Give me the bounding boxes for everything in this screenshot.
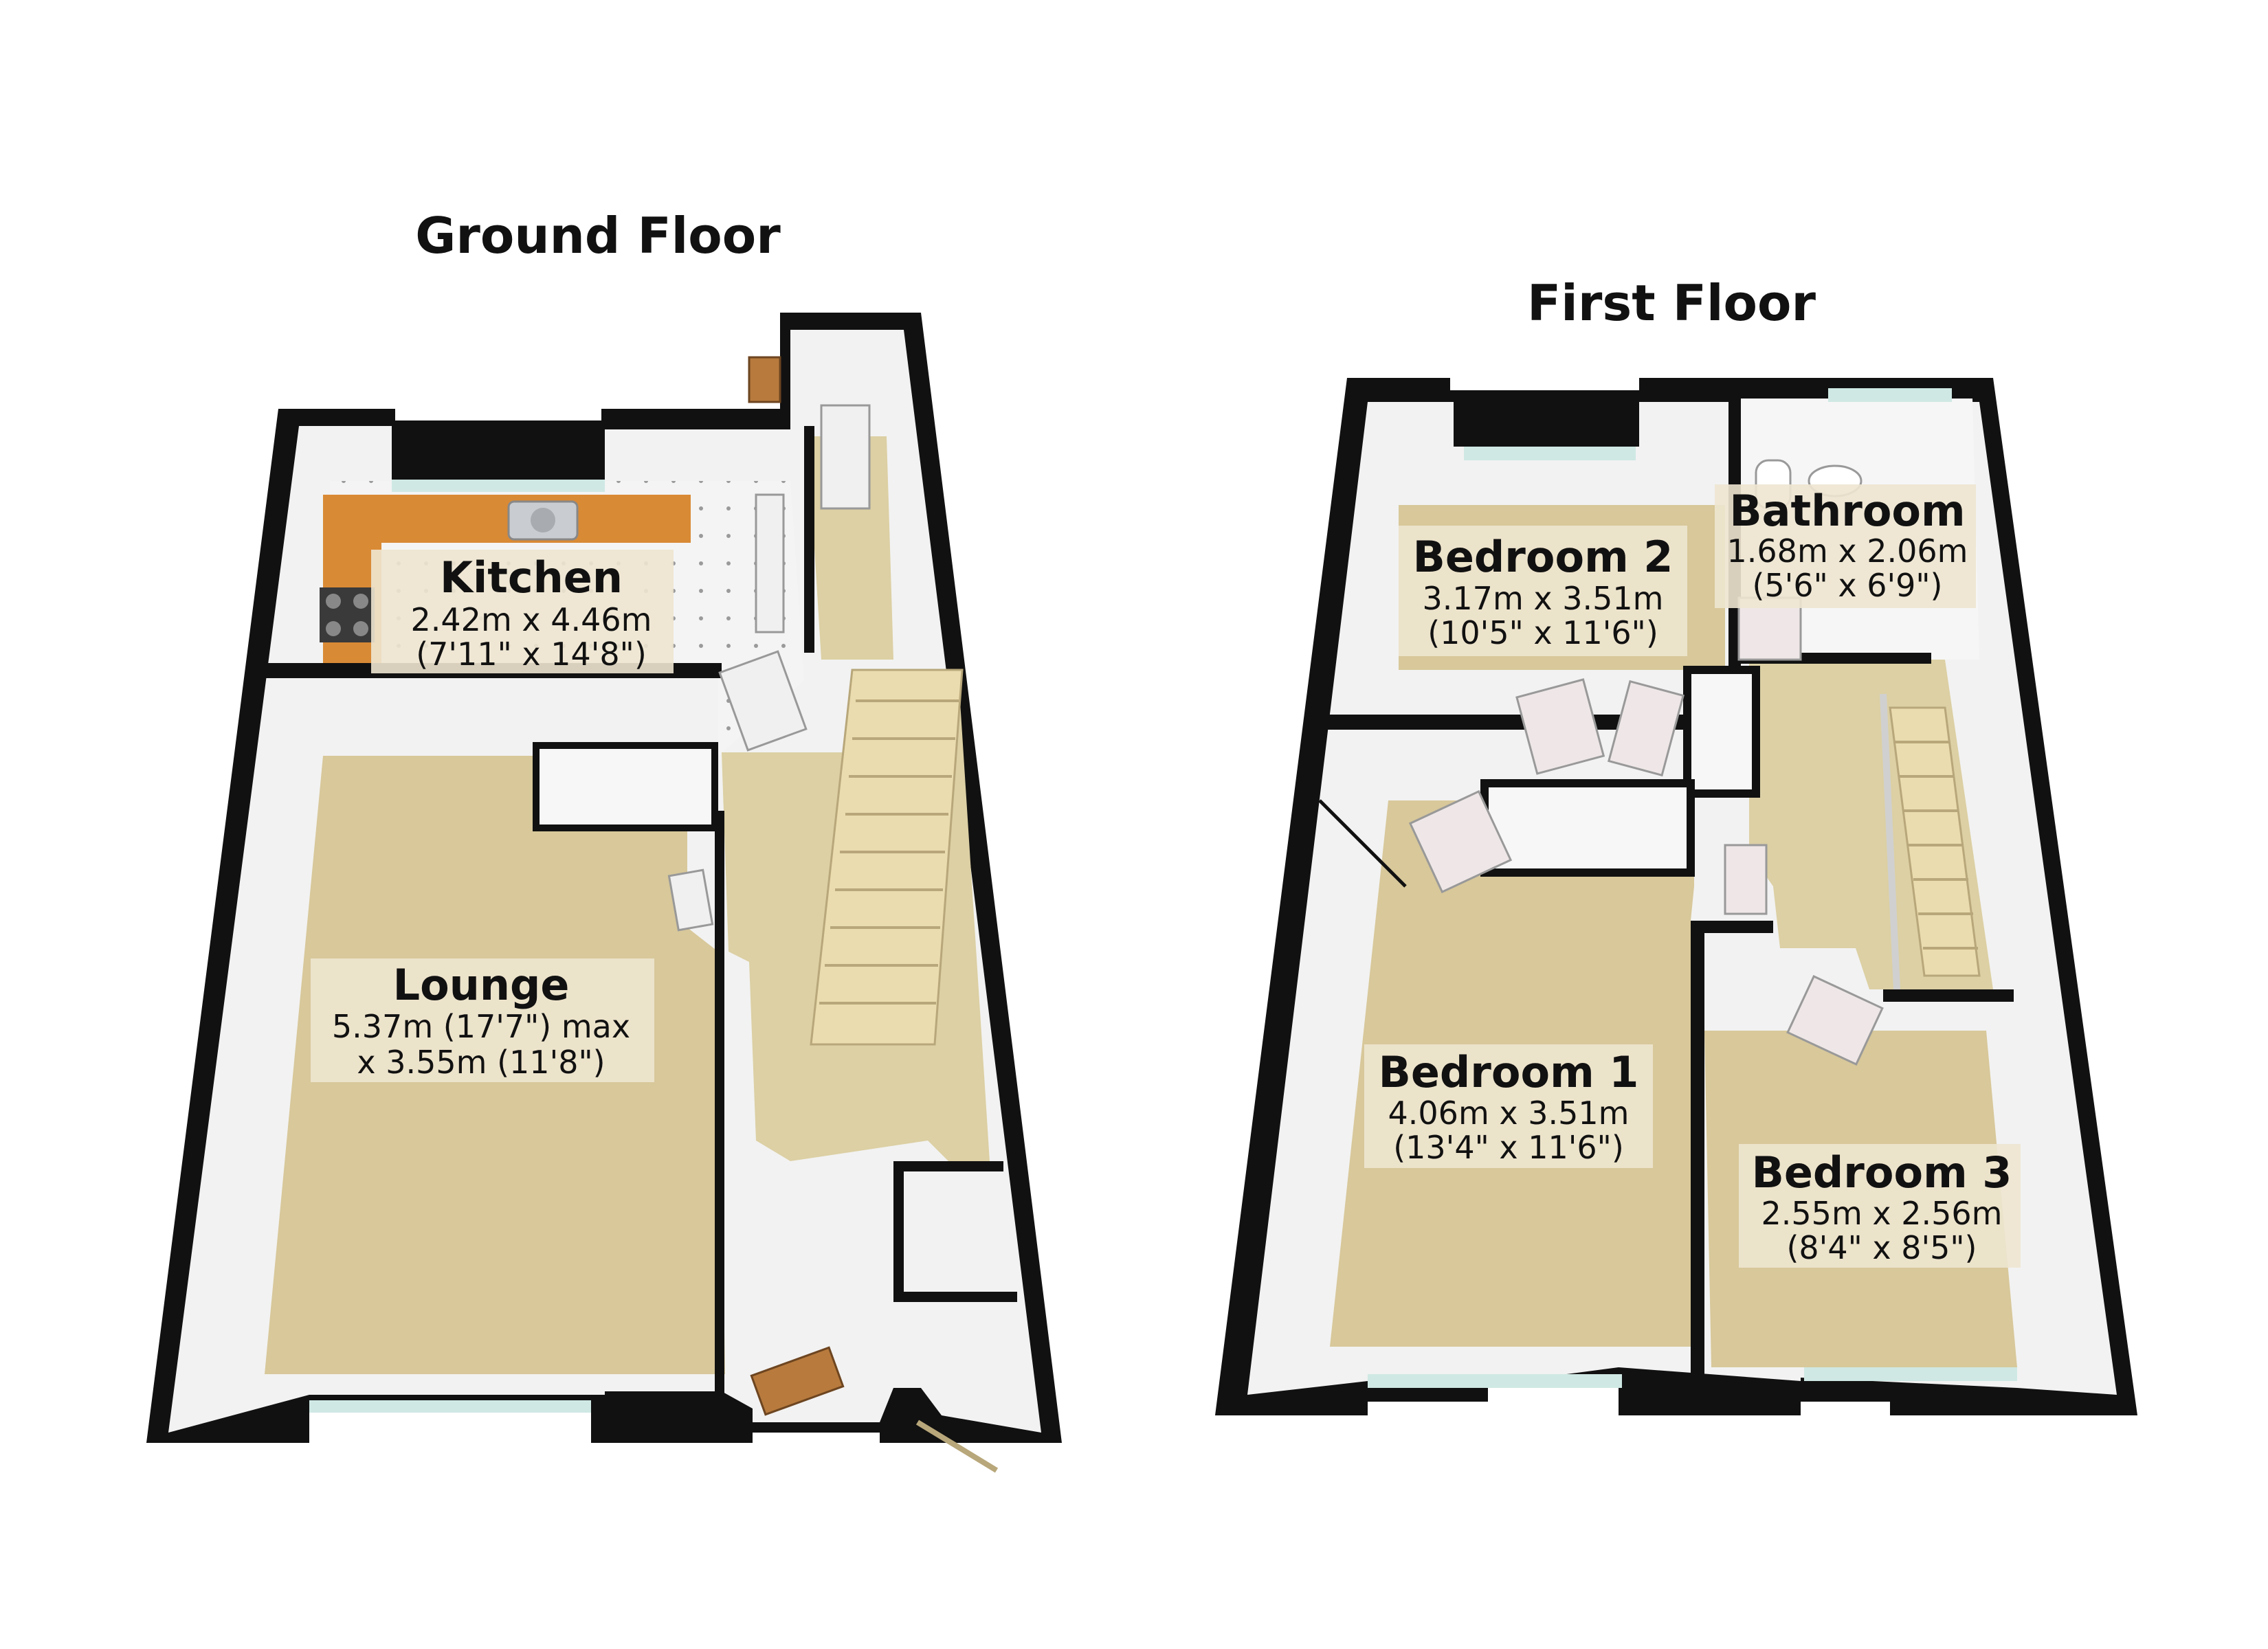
bedroom3-top-wall (1883, 989, 2014, 1002)
first-floor: First Floor (1215, 274, 2137, 1415)
bedroom3-label-bg (1739, 1144, 2021, 1268)
hall-cupboard-wall (893, 1161, 904, 1299)
kitchen-dim-imperial: (7'11" x 14'8") (416, 636, 647, 673)
hall-cupboard-wall (893, 1292, 1017, 1302)
porch-wall (804, 426, 814, 653)
sink-basin-icon (531, 508, 555, 532)
hob-ring-icon (326, 621, 341, 636)
ground-floor: Ground Floor (146, 207, 1062, 1473)
bathroom-dim-metric: 1.68m x 2.06m (1727, 532, 1968, 570)
cupboard-block (533, 742, 718, 831)
bedroom3-dim-metric: 2.55m x 2.56m (1761, 1195, 2003, 1232)
front-door-icon (750, 1346, 845, 1416)
bedroom3-window (1804, 1367, 2017, 1381)
kitchen-label-bg (371, 550, 674, 673)
bedroom1-window (1368, 1374, 1622, 1388)
back-door-icon (748, 356, 781, 403)
bedroom3-name: Bedroom 3 (1752, 1147, 2012, 1198)
ground-staircase (810, 669, 964, 1046)
landing-cupboard (1683, 666, 1760, 798)
first-staircase (1880, 693, 1981, 990)
bedroom1-dim-metric: 4.06m x 3.51m (1388, 1095, 1630, 1132)
lounge-label-bg (311, 958, 654, 1082)
door-icon (718, 650, 808, 752)
door-icon (755, 493, 785, 633)
bathroom-window (1828, 388, 1952, 402)
bedroom2-bedroom1-wall (1323, 715, 1708, 730)
door-icon (820, 404, 871, 510)
bedroom1-bedroom3-wall (1691, 921, 1704, 1388)
door-icon (1408, 789, 1513, 894)
ground-floor-title: Ground Floor (415, 207, 781, 265)
banister (1880, 693, 1900, 990)
hob-ring-icon (353, 621, 368, 636)
bathroom-dim-imperial: (5'6" x 6'9") (1752, 567, 1942, 604)
bathroom-label-bg (1715, 484, 1976, 608)
bedroom2-window (1464, 447, 1636, 460)
landing-partition (1480, 779, 1695, 877)
lounge-dim-line1: 5.37m (17'7") max (332, 1008, 630, 1045)
lounge-name: Lounge (393, 960, 570, 1010)
door-icon (667, 868, 714, 932)
bedroom1-dim-imperial: (13'4" x 11'6") (1393, 1129, 1624, 1166)
hob-ring-icon (326, 594, 341, 609)
bedroom3-top-wall (1691, 921, 1773, 933)
door-icon (1724, 844, 1768, 915)
hob-icon (320, 587, 375, 642)
door-icon (1515, 678, 1605, 775)
kitchen-window (392, 480, 605, 492)
hall-partition (715, 811, 724, 1409)
lounge-dim-line2: x 3.55m (11'8") (357, 1044, 605, 1081)
bedroom2-label-bg (1399, 526, 1687, 656)
hall-cupboard-wall (893, 1161, 1003, 1171)
kitchen-dim-metric: 2.42m x 4.46m (411, 601, 652, 638)
door-swing-icon (915, 1420, 999, 1473)
door-icon (1786, 974, 1884, 1066)
bedroom3-dim-imperial: (8'4" x 8'5") (1786, 1229, 1977, 1266)
kitchen-name: Kitchen (440, 552, 623, 603)
kitchen-worktop (323, 495, 691, 663)
bedroom1-label-bg (1364, 1044, 1653, 1168)
first-floor-title: First Floor (1527, 274, 1816, 332)
bedroom1-name: Bedroom 1 (1379, 1047, 1639, 1097)
bedroom2-dim-imperial: (10'5" x 11'6") (1427, 614, 1658, 651)
hob-ring-icon (353, 594, 368, 609)
lounge-window (309, 1400, 591, 1413)
bedroom2-dim-metric: 3.17m x 3.51m (1423, 580, 1664, 617)
bedroom2-name: Bedroom 2 (1413, 532, 1674, 582)
door-swing-icon (1318, 799, 1407, 888)
door-icon (1607, 680, 1685, 777)
bathroom-name: Bathroom (1729, 486, 1965, 536)
